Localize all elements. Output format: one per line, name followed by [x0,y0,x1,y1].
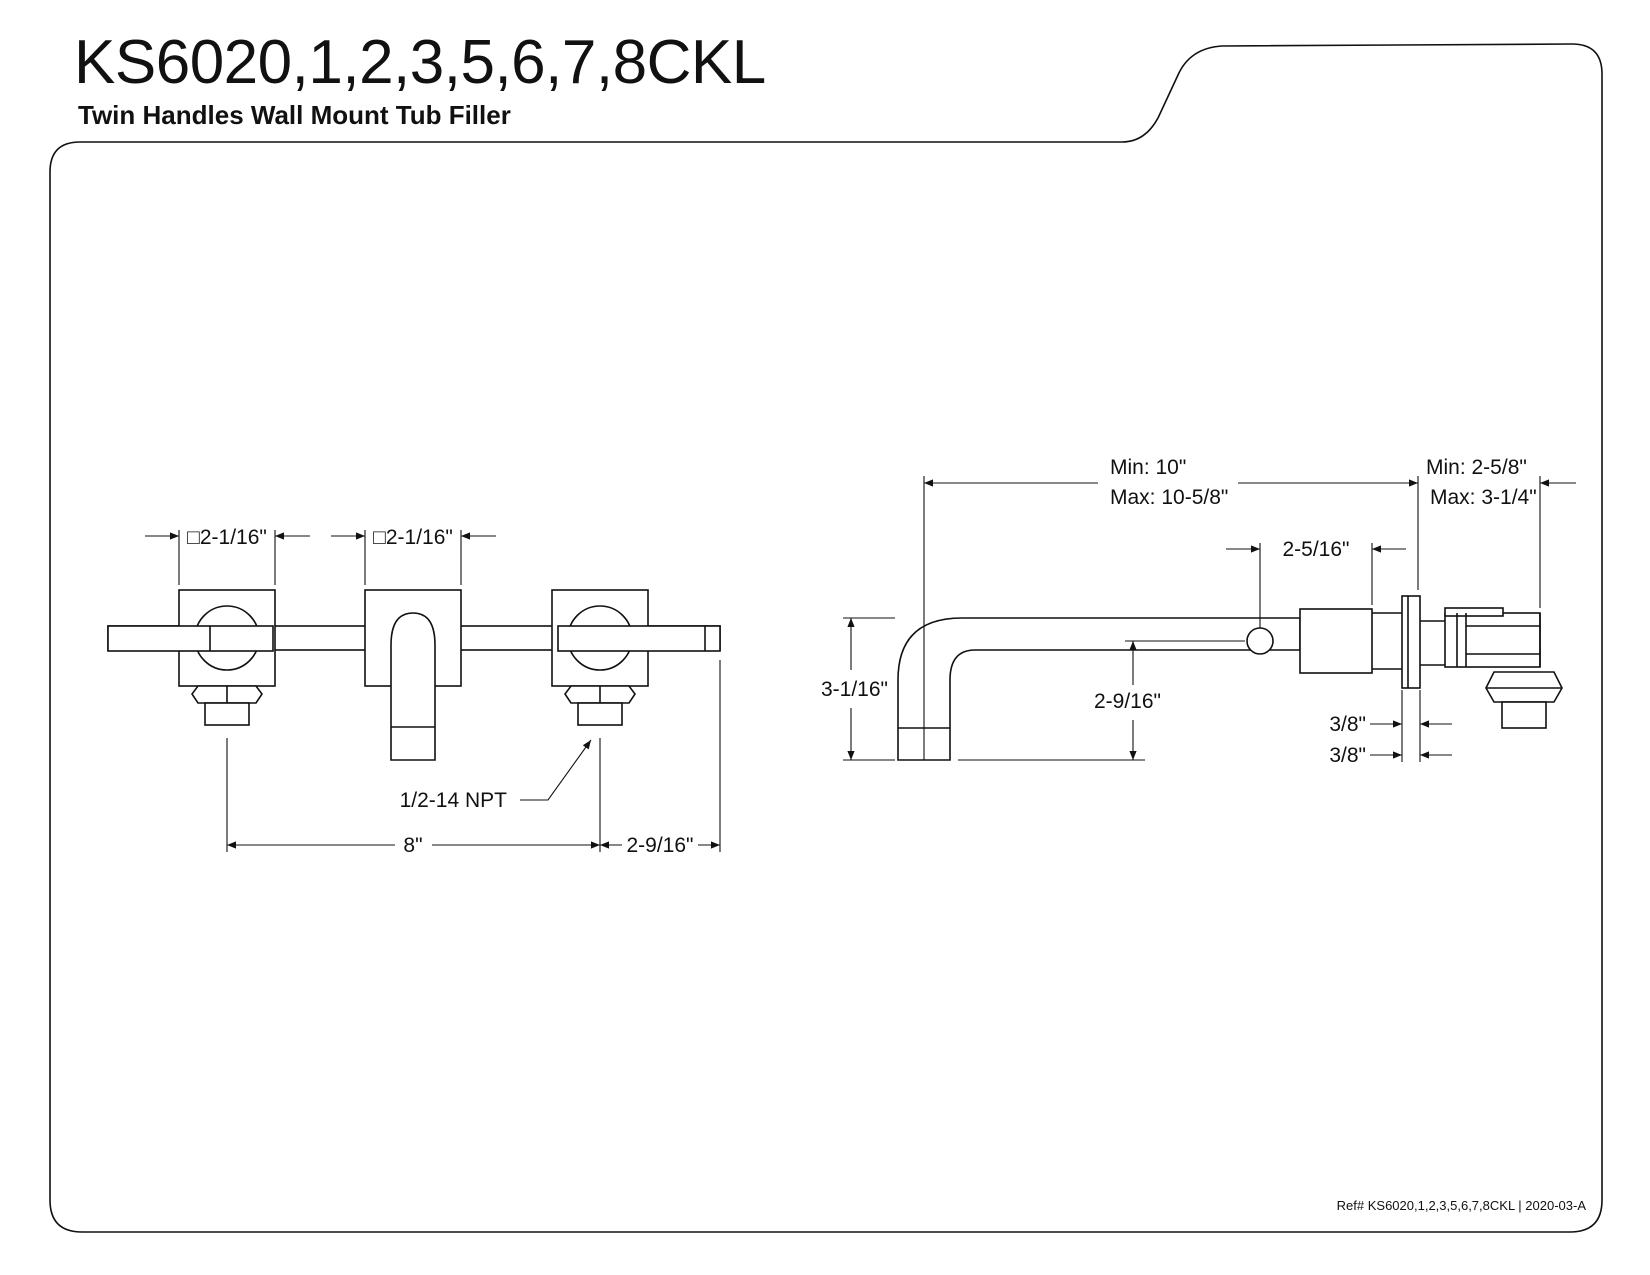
left-plate-dimension: □2-1/16" [187,526,267,549]
reach-max-label: Max: 10-5/8" [1110,486,1228,509]
valve-cartridge [1444,612,1541,668]
front-view: □2-1/16" □2-1/16" 8" 2-9/16" 1/2-14 NPT [107,526,721,857]
depth-min-label: Min: 2-5/8" [1426,456,1527,479]
flange-thickness-label: 3/8" [1329,713,1366,736]
left-inlet [204,702,250,726]
flange-thickness-label: 3/8" [1329,744,1366,767]
reference-footer: Ref# KS6020,1,2,3,5,6,7,8CKL | 2020-03-A [1337,1198,1587,1213]
right-lever-handle [557,625,721,652]
side-offset-dimension: 2-9/16" [627,834,694,857]
thread-leader [520,739,592,801]
side-spout [897,617,1301,761]
thread-spec-label: 1/2-14 NPT [400,789,508,812]
model-title: KS6020,1,2,3,5,6,7,8CKL [74,28,766,97]
left-lever-handle [107,625,274,652]
side-view: Min: 10" Max: 10-5/8" Min: 2-5/8" Max: 3… [821,456,1576,767]
side-nut [1485,671,1563,703]
side-inlet [1501,701,1547,729]
handle-offset-label: 2-5/16" [1283,538,1350,561]
spout-drop-label: 2-9/16" [1094,690,1161,713]
side-handle-end [1246,627,1274,655]
valve-sleeve [1299,608,1373,674]
wall-flange [1401,595,1421,689]
center-spacing-dimension: 8" [403,834,422,857]
depth-max-label: Max: 3-1/4" [1430,486,1537,509]
cartridge-cap [1444,607,1504,617]
sheet-border [49,43,1603,1233]
front-spout [390,612,436,761]
right-inlet [577,702,623,726]
product-subtitle: Twin Handles Wall Mount Tub Filler [78,100,511,130]
reach-min-label: Min: 10" [1110,456,1186,479]
spout-height-label: 3-1/16" [821,678,888,701]
center-plate-dimension: □2-1/16" [373,526,453,549]
